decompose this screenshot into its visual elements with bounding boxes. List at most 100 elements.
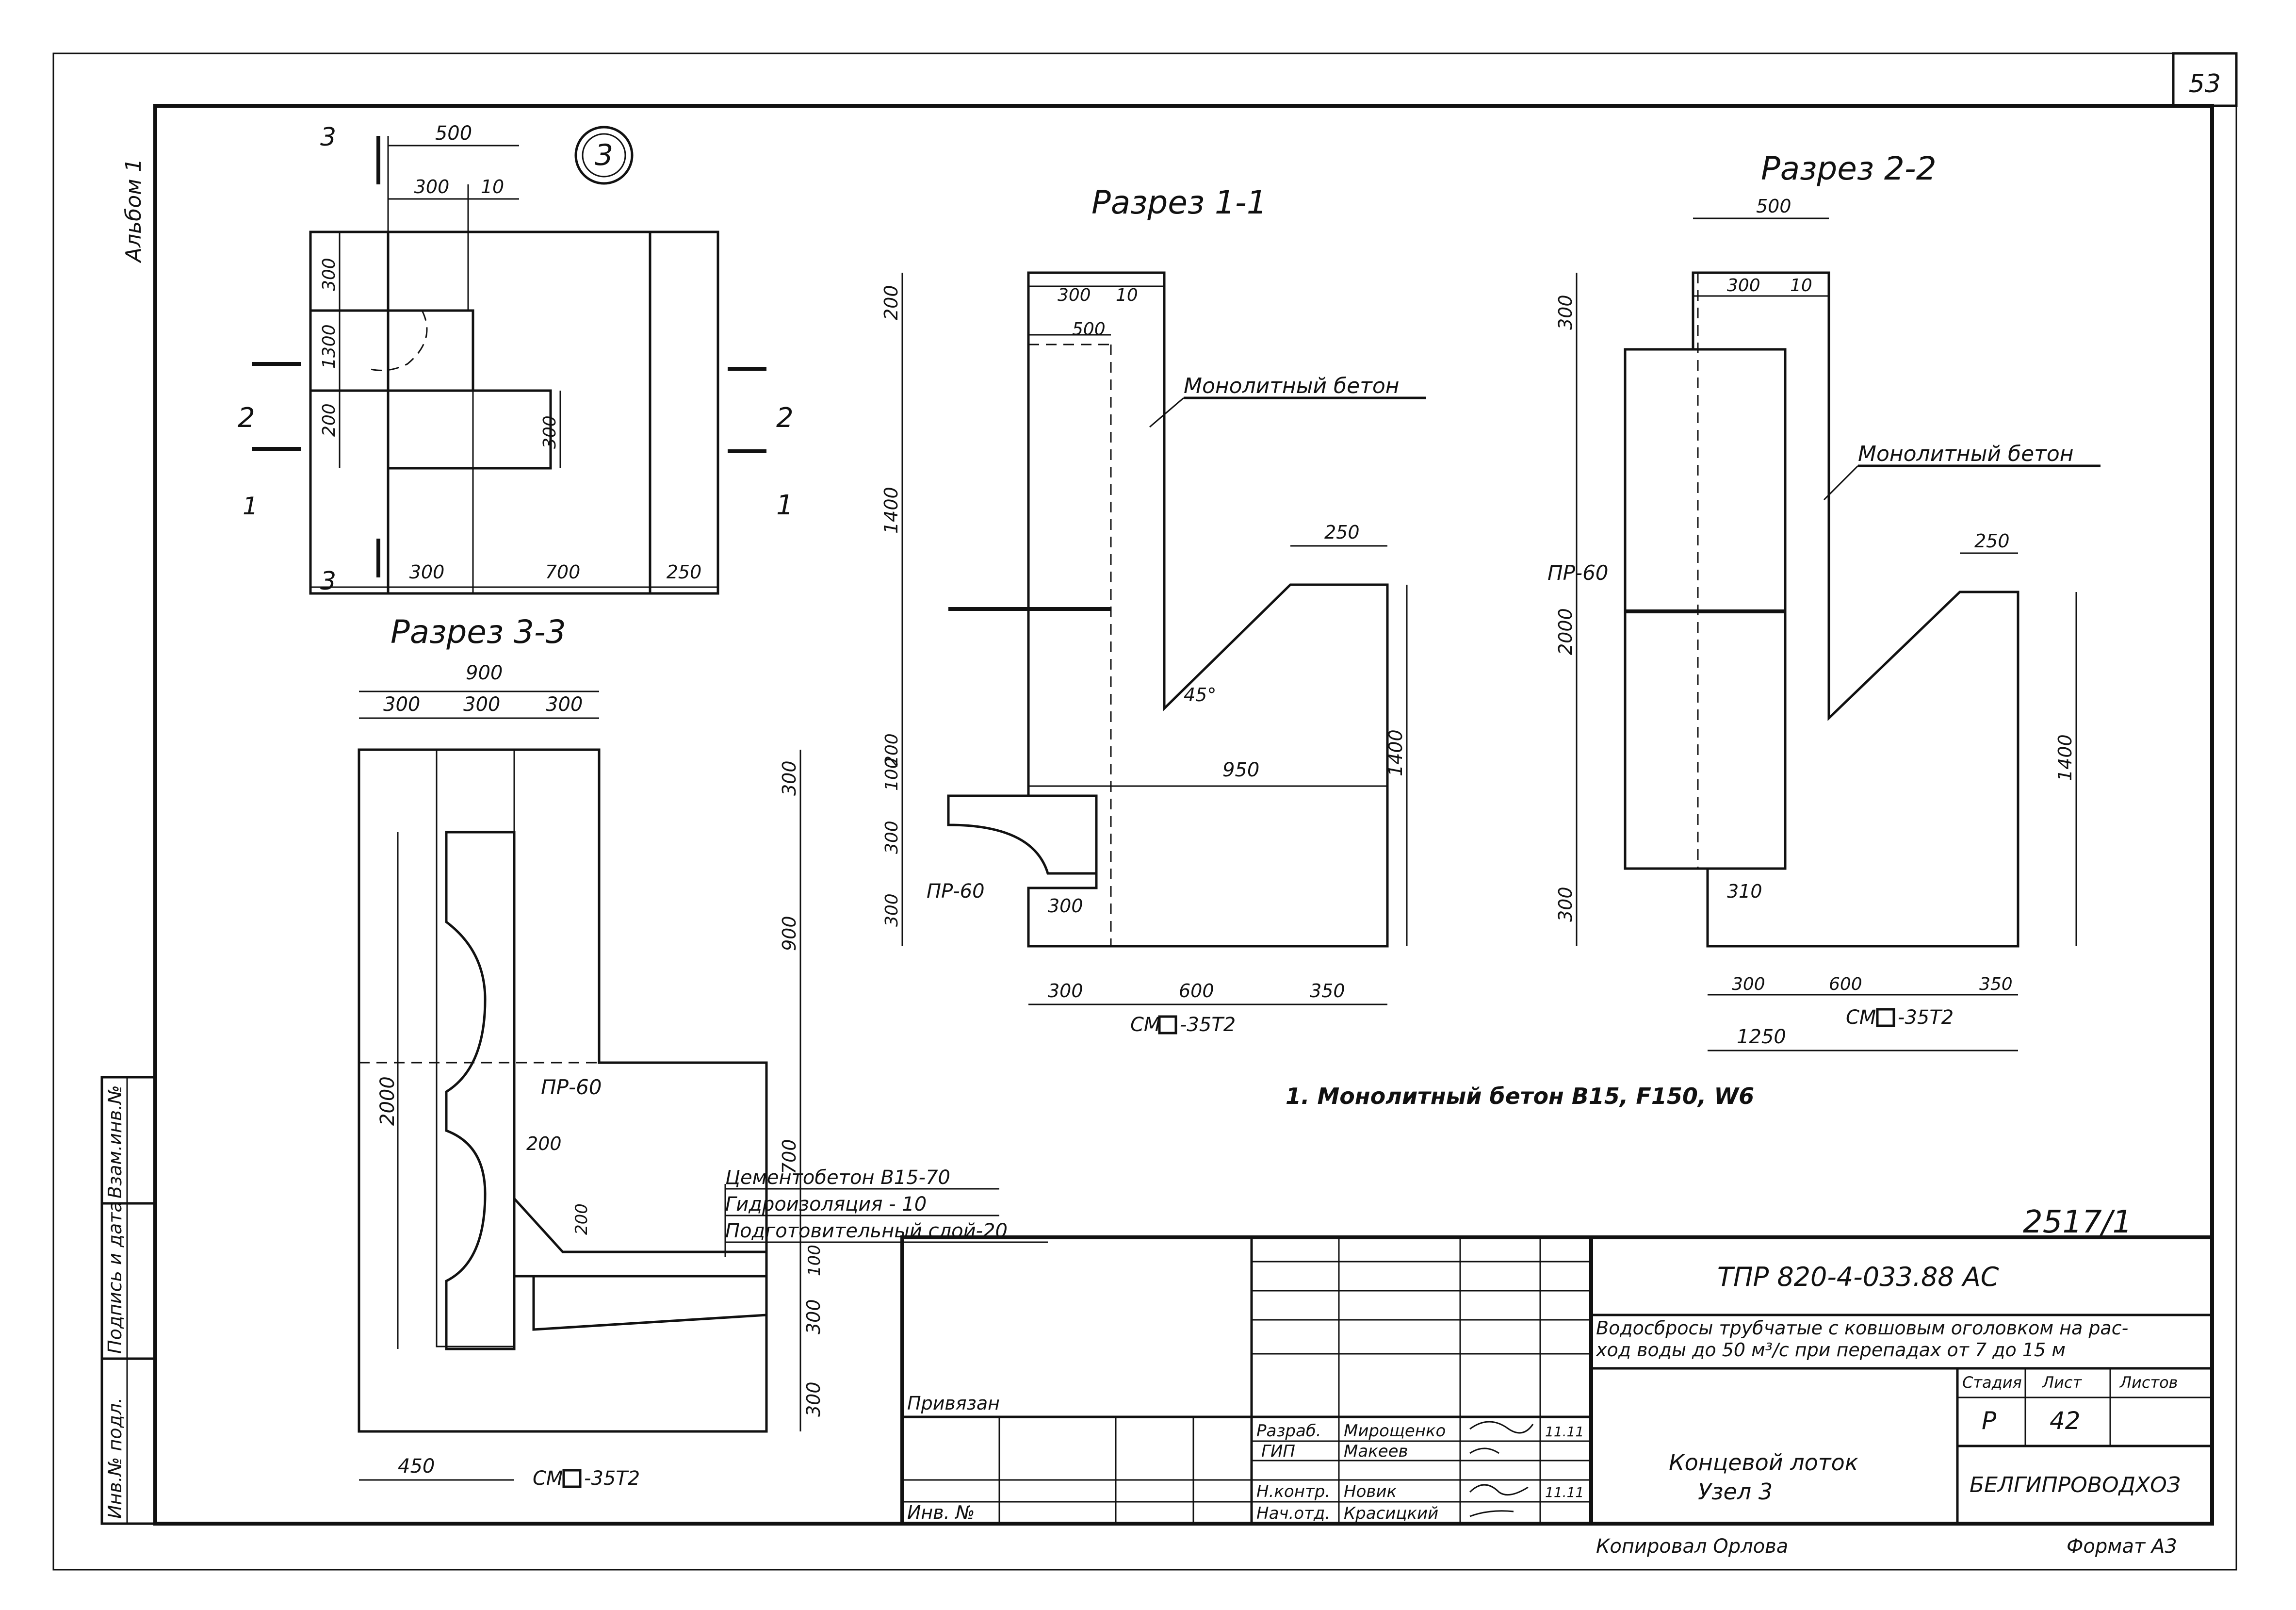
s33-dim-300r1: 300 (779, 760, 800, 796)
s22-dim-2000: 2000 (1555, 608, 1576, 655)
s33-dim-200b: 200 (572, 1203, 591, 1235)
s11-dim-500: 500 (1072, 319, 1106, 339)
signature-1 (1469, 1421, 1534, 1434)
tb-drawing-title-1: Концевой лоток (1669, 1449, 1858, 1476)
s22-dim-310: 310 (1727, 881, 1762, 902)
tb-stage-header: Стадия (1962, 1373, 2022, 1392)
s11-cm-box (1158, 1015, 1177, 1035)
s33-dim-700r: 700 (779, 1139, 800, 1174)
s33-dim-300c: 300 (546, 693, 583, 716)
tb-inv-no: Инв. № (907, 1502, 975, 1523)
s33-cm-suffix: -35Т2 (584, 1467, 640, 1490)
s22-dim-1400: 1400 (2054, 734, 2076, 781)
s33-dim-300a: 300 (383, 693, 420, 716)
tb-date-3: 11.11 (1545, 1484, 1584, 1500)
plan-dim-300d: 300 (409, 561, 445, 583)
s33-cm: СМ (533, 1467, 563, 1490)
s33-dim-300r3: 300 (803, 1381, 824, 1417)
plan-dim-700: 700 (545, 561, 581, 583)
node-circle (574, 126, 634, 185)
s11-pr60: ПР-60 (927, 880, 985, 903)
s22-dim-300b: 300 (1555, 295, 1576, 330)
signature-2 (1469, 1447, 1499, 1454)
s11-dim-950: 950 (1222, 759, 1259, 781)
s11-dim-100: 100 (882, 757, 902, 791)
s11-cm: СМ (1130, 1014, 1160, 1036)
tb-stage: Р (1982, 1407, 1997, 1435)
s22-dim-300c: 300 (1555, 887, 1576, 922)
tb-sheet-header: Лист (2042, 1373, 2082, 1392)
plan-dim-1300: 1300 (319, 324, 339, 369)
tb-sheets-header: Листов (2119, 1373, 2178, 1392)
section-2-2: Разрез 2-2 500 300 10 300 2000 300 250 1… (1547, 150, 2101, 1051)
tb-description-1: Водосбросы трубчатые с ковшовым оголовко… (1596, 1317, 2128, 1339)
s22-dim-300d: 300 (1732, 974, 1765, 994)
cut-mark-1-left: 1 (243, 492, 258, 520)
margin-vzam-inv: Взам.инв.№ (104, 1085, 126, 1199)
tb-name-4: Красицкий (1344, 1504, 1438, 1523)
s33-dim-300b: 300 (463, 693, 500, 716)
s22-dim-300: 300 (1727, 276, 1760, 296)
s11-dim-350: 350 (1310, 980, 1345, 1002)
s11-dim-300c: 300 (882, 893, 902, 927)
stamp-number: 2517/1 (2023, 1204, 2132, 1240)
cut-mark-2-right: 2 (776, 402, 794, 434)
tb-role-1: Разраб. (1256, 1421, 1321, 1441)
section-3-3-pipe-body (445, 831, 516, 1350)
tb-name-1: Мирощенко (1344, 1421, 1446, 1441)
s11-dim-300e: 300 (1048, 980, 1083, 1002)
s33-cm-box (562, 1469, 582, 1488)
signature-3 (1469, 1484, 1529, 1496)
s11-monolith: Монолитный бетон (1184, 374, 1400, 398)
s33-dim-450: 450 (398, 1455, 435, 1478)
plan-view: 3 500 300 10 300 1300 200 300 300 700 25… (238, 122, 794, 596)
section-1-1-pipe (947, 794, 1098, 875)
copied-by: Копировал Орлова (1596, 1535, 1788, 1558)
s11-dim-300: 300 (1058, 285, 1091, 305)
section-3-3-title: Разрез 3-3 (391, 613, 566, 651)
plan-dim-10: 10 (481, 176, 504, 197)
plan-dim-300: 300 (414, 176, 450, 197)
s33-dim-2000: 2000 (376, 1076, 399, 1126)
s11-dim-200: 200 (880, 285, 902, 320)
s33-dim-200a: 200 (526, 1133, 562, 1154)
node-number: 3 (595, 138, 613, 172)
cut-mark-2-left: 2 (238, 402, 255, 434)
s11-dim-600: 600 (1179, 980, 1214, 1002)
s11-dim-300b: 300 (882, 821, 902, 854)
margin-sign-date: Подпись и дата (104, 1201, 126, 1354)
s33-dim-100r: 100 (805, 1245, 824, 1276)
section-1-1: Разрез 1-1 300 10 500 200 1400 200 100 3… (880, 184, 1426, 1036)
s11-angle: 45° (1184, 684, 1216, 706)
s33-dim-900r: 900 (779, 916, 800, 951)
signature-4 (1469, 1510, 1514, 1517)
album-label: Альбом 1 (121, 159, 146, 263)
s11-cm-suffix: -35Т2 (1180, 1014, 1236, 1036)
section-3-3: Разрез 3-3 900 300 300 300 300 900 700 1… (358, 613, 1048, 1490)
s11-dim-10: 10 (1116, 285, 1138, 305)
s22-pr60: ПР-60 (1547, 561, 1609, 585)
s22-dim-350: 350 (1979, 974, 2013, 994)
s22-cm-box (1876, 1008, 1895, 1027)
s22-dim-1250: 1250 (1737, 1026, 1786, 1048)
tb-name-3: Новик (1344, 1482, 1397, 1501)
cut-mark-3-top: 3 (320, 123, 336, 152)
margin-inv-podl: Инв.№ подл. (104, 1397, 126, 1519)
general-note: 1. Монолитный бетон В15, F150, W6 (1286, 1083, 1754, 1109)
s33-dim-900: 900 (466, 662, 503, 684)
tb-description-2: ход воды до 50 м³/с при перепадах от 7 д… (1596, 1339, 2066, 1361)
plan-dim-500: 500 (435, 122, 472, 145)
s11-dim-200b: 200 (882, 733, 902, 767)
format-label: Формат А3 (2067, 1535, 2177, 1558)
s11-dim-300d: 300 (1048, 895, 1083, 917)
layer-1-label: Цементобетон В15-70 (725, 1166, 950, 1189)
tb-sheet-no: 42 (2050, 1407, 2081, 1435)
title-block: Привязан Инв. № Разраб. ГИП Н.контр. Нач… (900, 1235, 2214, 1526)
section-1-1-title: Разрез 1-1 (1091, 184, 1267, 221)
tb-role-4: Нач.отд. (1256, 1504, 1330, 1523)
plan-dim-200: 200 (319, 403, 339, 437)
s22-dim-500: 500 (1756, 196, 1791, 217)
s22-monolith: Монолитный бетон (1858, 442, 2074, 466)
plan-dim-300c: 300 (540, 415, 560, 449)
